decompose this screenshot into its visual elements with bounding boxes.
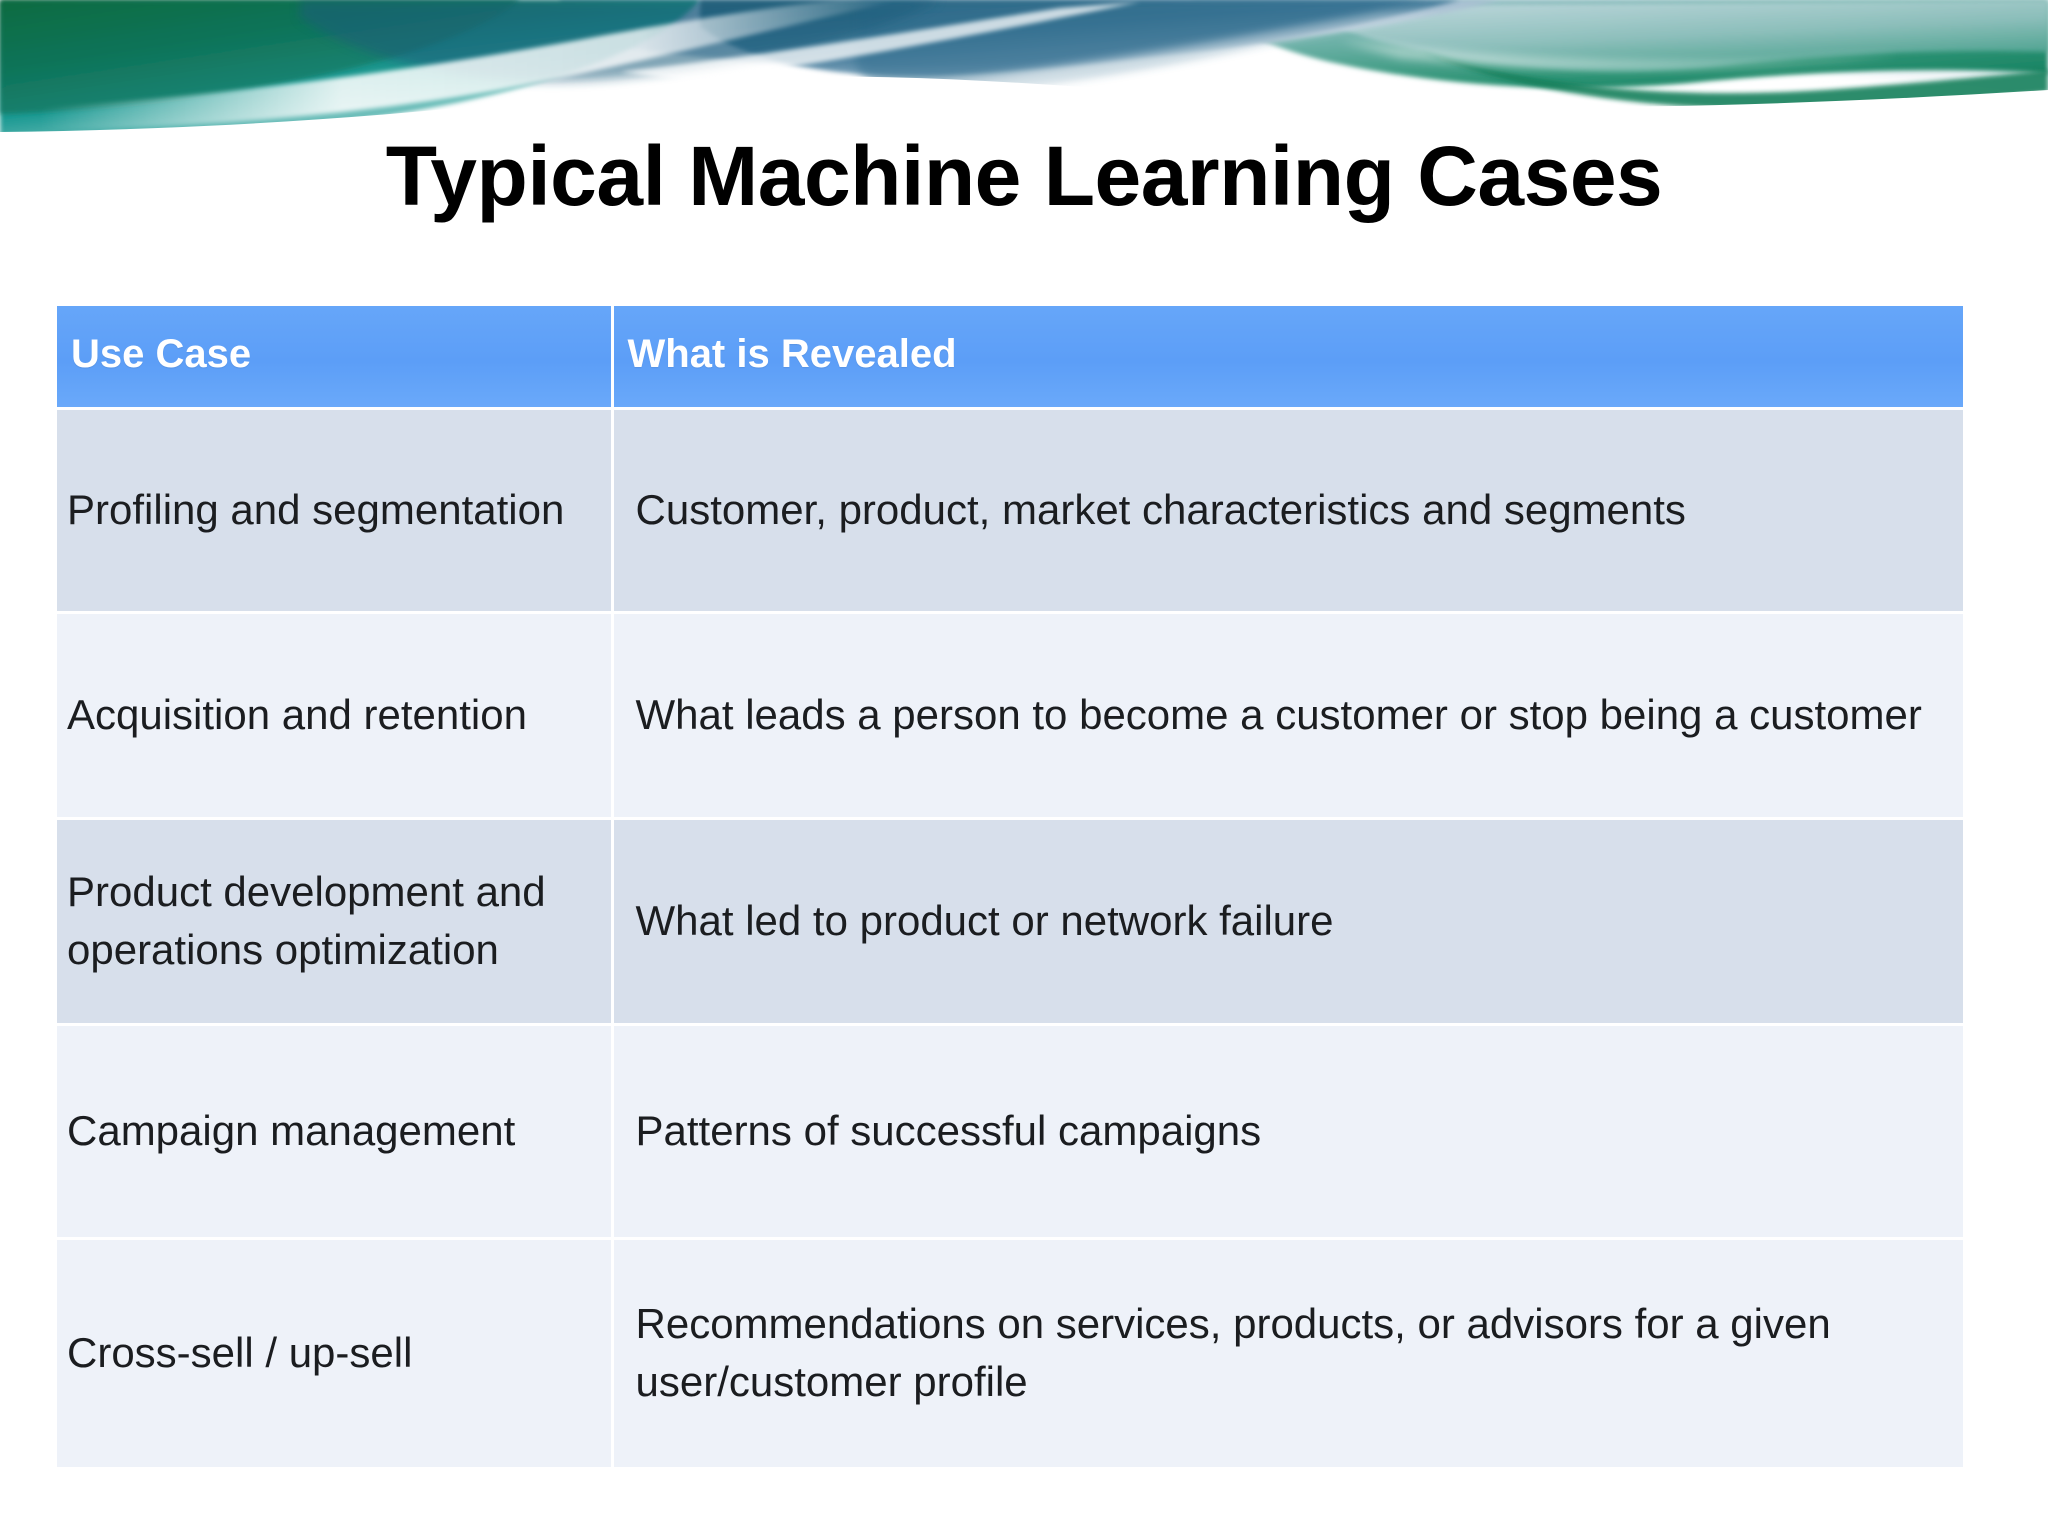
cell-revealed: Customer, product, market characteristic…: [612, 408, 1963, 614]
cell-revealed: Patterns of successful campaigns: [612, 1024, 1963, 1240]
cell-use-case: Campaign management: [57, 1024, 614, 1240]
table-row: Campaign management Patterns of successf…: [57, 1024, 1963, 1240]
cell-use-case: Cross-sell / up-sell: [57, 1238, 614, 1470]
table-row: Profiling and segmentation Customer, pro…: [57, 408, 1963, 614]
column-header-use-case-label: Use Case: [71, 331, 252, 376]
cell-revealed: Recommendations on services, products, o…: [612, 1238, 1963, 1470]
decorative-wave-banner: [0, 0, 2048, 160]
table-header: Use Case What is Revealed: [57, 306, 1963, 410]
table-header-row: Use Case What is Revealed: [57, 306, 1963, 410]
use-case-table-container: Use Case What is Revealed Profiling and …: [57, 306, 1963, 1476]
cell-revealed: What leads a person to become a customer…: [612, 612, 1963, 820]
cell-revealed: What led to product or network failure: [612, 818, 1963, 1026]
column-header-use-case: Use Case: [57, 306, 614, 410]
cell-use-case: Acquisition and retention: [57, 612, 614, 820]
wave-graphic-icon: [0, 0, 2048, 160]
column-header-what-is-revealed-label: What is Revealed: [627, 331, 957, 376]
table-body: Profiling and segmentation Customer, pro…: [57, 408, 1963, 1470]
cell-use-case: Product development and operations optim…: [57, 818, 614, 1026]
table-row: Product development and operations optim…: [57, 818, 1963, 1026]
use-case-table: Use Case What is Revealed Profiling and …: [57, 306, 1963, 1470]
slide-title: Typical Machine Learning Cases: [385, 129, 1663, 223]
column-header-what-is-revealed: What is Revealed: [612, 306, 1963, 410]
cell-use-case: Profiling and segmentation: [57, 408, 614, 614]
table-row: Acquisition and retention What leads a p…: [57, 612, 1963, 820]
table-row: Cross-sell / up-sell Recommendations on …: [57, 1238, 1963, 1470]
